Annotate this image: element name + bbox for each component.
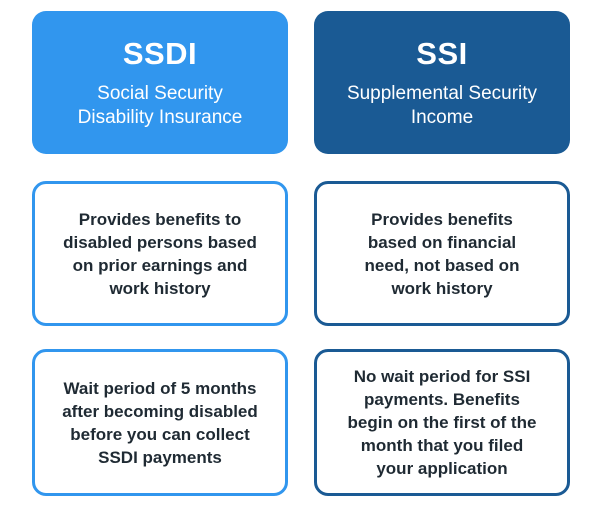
ssi-subtitle: Supplemental Security Income <box>347 82 537 130</box>
ssi-title: SSI <box>416 35 468 71</box>
ssi-benefits-text: Provides benefits based on financial nee… <box>364 209 520 298</box>
ssi-benefits-card: Provides benefits based on financial nee… <box>314 181 570 326</box>
ssdi-subtitle-line1: Social Security <box>97 82 223 104</box>
ssdi-benefits-card: Provides benefits to disabled persons ba… <box>32 181 288 326</box>
ssi-subtitle-line2: Income <box>410 106 474 128</box>
ssdi-wait-card: Wait period of 5 months after becoming d… <box>32 349 288 496</box>
ssi-header-card: SSI Supplemental Security Income <box>314 11 570 154</box>
ssdi-benefits-text: Provides benefits to disabled persons ba… <box>63 209 257 298</box>
ssi-wait-text: No wait period for SSI payments. Benefit… <box>347 367 537 478</box>
ssdi-wait-text: Wait period of 5 months after becoming d… <box>62 378 258 467</box>
ssdi-header-card: SSDI Social Security Disability Insuranc… <box>32 11 288 154</box>
ssdi-subtitle: Social Security Disability Insurance <box>78 82 243 130</box>
ssi-subtitle-line1: Supplemental Security <box>346 82 538 104</box>
ssdi-subtitle-line2: Disability Insurance <box>77 106 243 128</box>
ssdi-title: SSDI <box>122 35 198 71</box>
ssi-wait-card: No wait period for SSI payments. Benefit… <box>314 349 570 496</box>
